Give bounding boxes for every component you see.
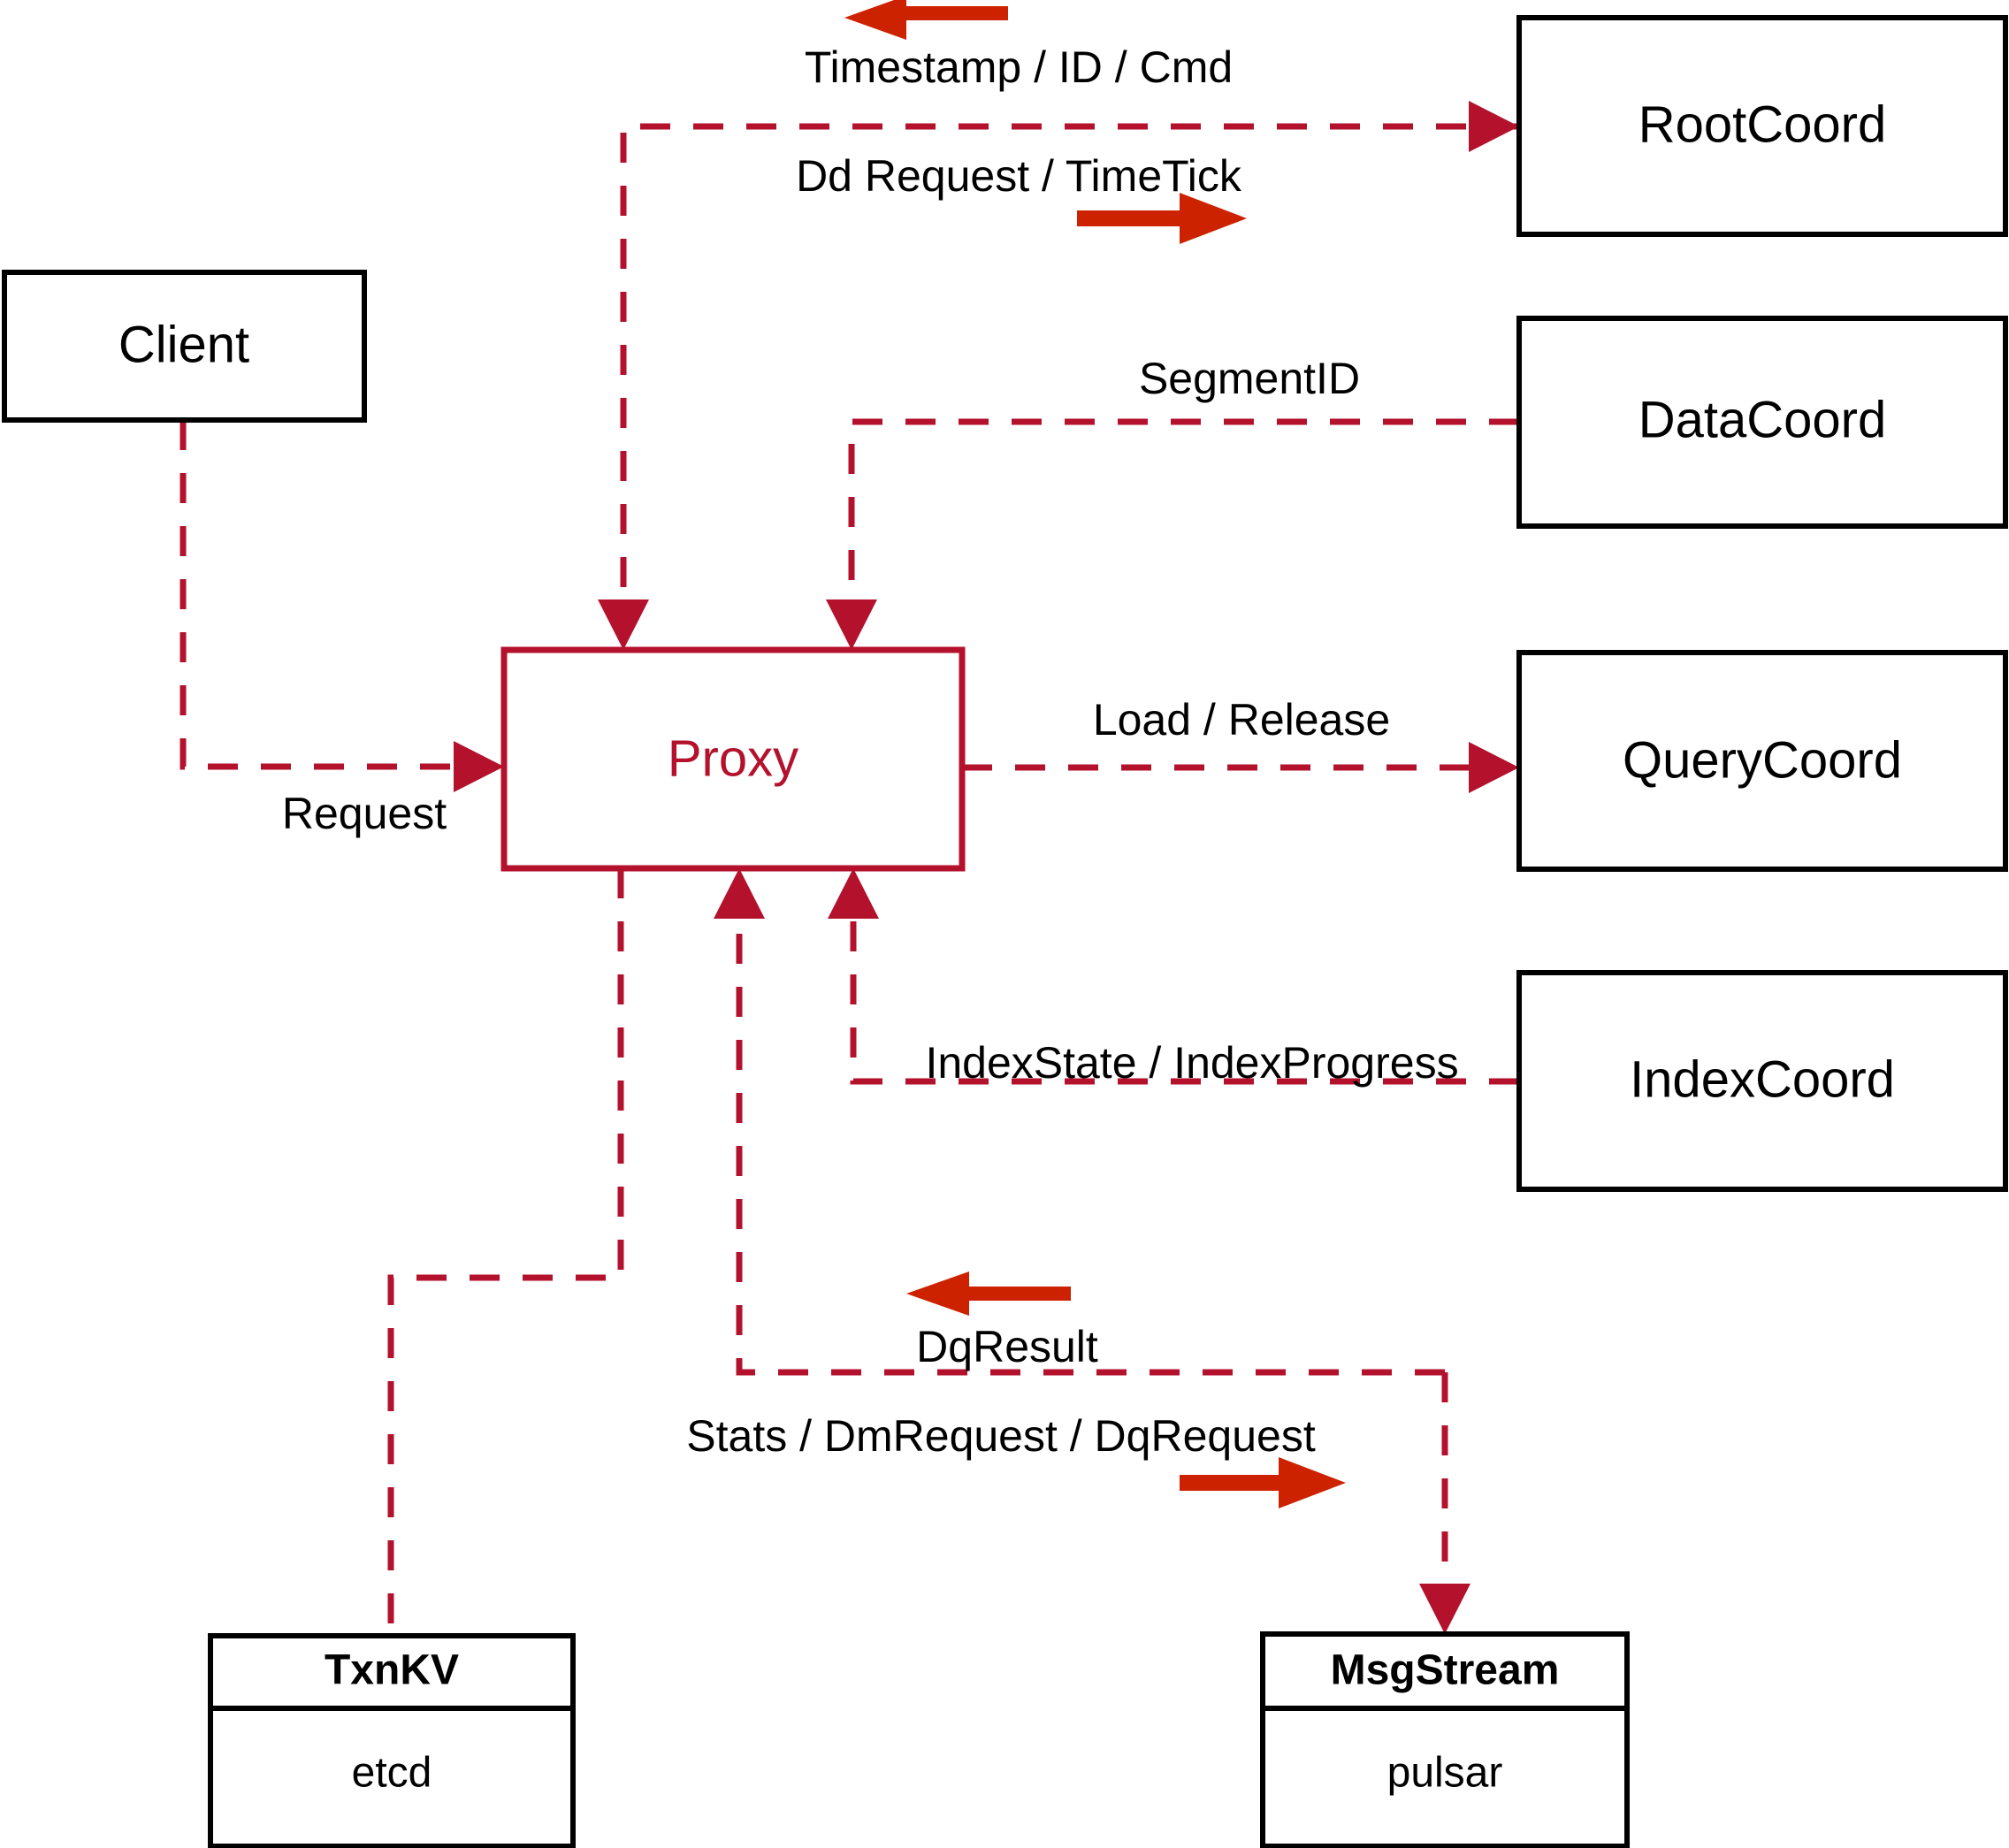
edge-load-release — [962, 742, 1519, 793]
node-proxy-label: Proxy — [668, 729, 798, 787]
edge-request — [180, 420, 504, 792]
edge-request-arrowhead — [454, 741, 504, 792]
node-msgstream[interactable]: MsgStream pulsar — [1260, 1631, 1630, 1848]
edge-segment-id-path — [848, 418, 1519, 619]
node-msgstream-impl-label: pulsar — [1387, 1750, 1503, 1797]
edge-segment-id — [826, 418, 1519, 650]
node-txnkv[interactable]: TxnKV etcd — [208, 1633, 576, 1848]
node-datacoord-box[interactable] — [1516, 316, 2008, 529]
edge-index-state-progress-arrowhead — [828, 868, 879, 919]
edge-index-state-progress-path — [850, 902, 1519, 1085]
node-rootcoord-box[interactable] — [1516, 15, 2008, 237]
node-client-label: Client — [118, 316, 249, 373]
edge-load-release-arrowhead — [1469, 742, 1519, 793]
node-client-box[interactable] — [2, 270, 367, 423]
node-datacoord[interactable]: DataCoord — [1516, 316, 2008, 529]
edge-dq-result-arrowhead — [714, 868, 765, 919]
node-proxy-box[interactable] — [500, 646, 966, 872]
node-querycoord[interactable]: QueryCoord — [1516, 650, 2008, 872]
edge-timestamp-id-cmd — [598, 123, 1519, 650]
node-indexcoord-box[interactable] — [1516, 970, 2008, 1192]
edge-stats-dm-dq-request-arrowhead — [1419, 1584, 1470, 1634]
node-client[interactable]: Client — [2, 270, 367, 423]
edge-dq-result-path — [736, 902, 1445, 1376]
edge-dq-result — [714, 868, 1445, 1376]
edge-dd-request-timetick — [1469, 101, 1519, 152]
node-txnkv-label: TxnKV — [325, 1647, 459, 1694]
edge-label-timestamp-id-cmd: Timestamp / ID / Cmd — [805, 42, 1233, 92]
direction-arrow-left-dqresult — [906, 1271, 1071, 1316]
edge-segment-id-arrowhead — [826, 599, 877, 650]
edge-label-load-release: Load / Release — [1093, 695, 1390, 745]
node-txnkv-box[interactable] — [208, 1633, 576, 1848]
node-indexcoord-label: IndexCoord — [1630, 1050, 1895, 1108]
direction-arrow-right-stats — [1180, 1457, 1346, 1508]
edge-timestamp-id-cmd-path — [620, 123, 1519, 619]
node-msgstream-label: MsgStream — [1331, 1647, 1560, 1694]
edge-index-state-progress — [828, 868, 1519, 1085]
edge-label-segment-id: SegmentID — [1139, 354, 1360, 403]
node-indexcoord[interactable]: IndexCoord — [1516, 970, 2008, 1192]
edge-label-dq-result: DqResult — [916, 1322, 1098, 1371]
edge-stats-dm-dq-request — [1419, 1372, 1470, 1634]
edge-request-path — [180, 420, 477, 770]
edge-proxy-txnkv — [387, 868, 624, 1636]
node-txnkv-impl-label: etcd — [352, 1750, 432, 1797]
edge-label-index-state-progress: IndexState / IndexProgress — [925, 1038, 1458, 1088]
edge-timestamp-id-cmd-arrowhead — [598, 599, 649, 650]
direction-arrow-right-ddrequest — [1077, 193, 1247, 244]
edge-label-request: Request — [282, 789, 447, 838]
direction-arrow-left-timestamp — [844, 0, 1008, 40]
node-proxy[interactable]: Proxy — [500, 646, 966, 872]
node-querycoord-label: QueryCoord — [1623, 731, 1902, 789]
edge-label-stats-dm-dq-request: Stats / DmRequest / DqRequest — [686, 1411, 1316, 1461]
node-rootcoord[interactable]: RootCoord — [1516, 15, 2008, 237]
node-rootcoord-label: RootCoord — [1639, 95, 1886, 153]
edge-proxy-txnkv-path — [387, 868, 624, 1636]
node-datacoord-label: DataCoord — [1639, 391, 1886, 448]
node-querycoord-box[interactable] — [1516, 650, 2008, 872]
edge-label-dd-request-timetick: Dd Request / TimeTick — [796, 151, 1242, 201]
edge-dd-request-timetick-arrowhead — [1469, 101, 1519, 152]
node-msgstream-box[interactable] — [1260, 1631, 1630, 1848]
